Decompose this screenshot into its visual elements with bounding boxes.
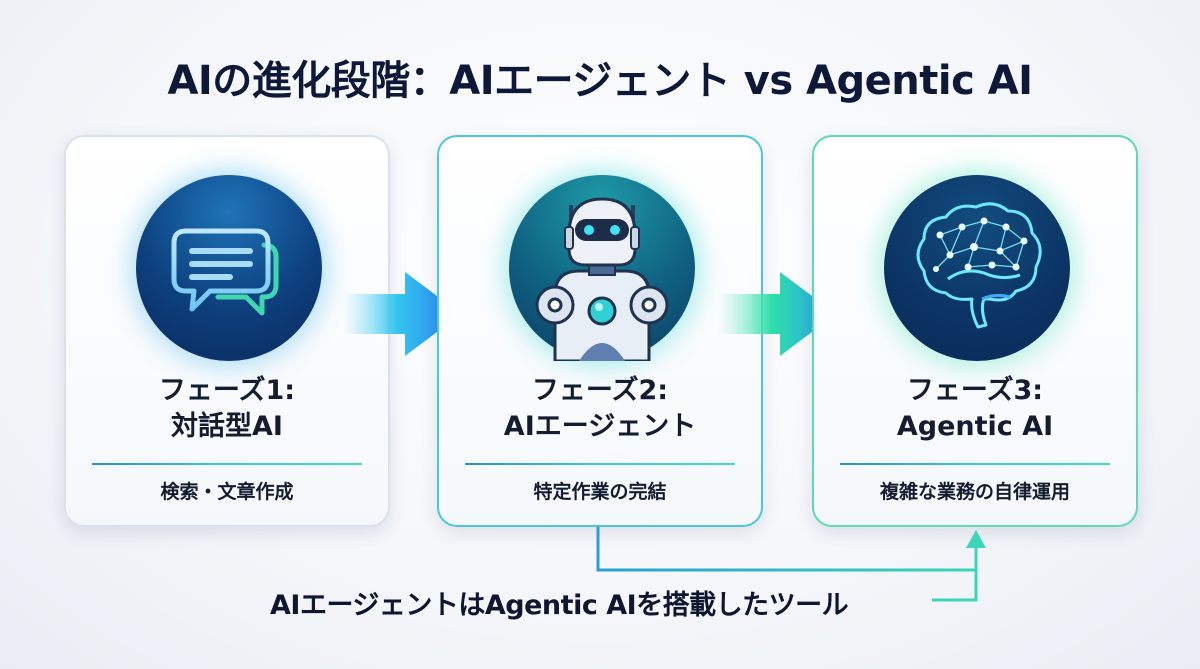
page-title: AIの進化段階：AIエージェント vs Agentic AI (167, 58, 1033, 104)
robot-icon (509, 175, 695, 361)
arrow-up-icon (966, 530, 986, 548)
divider (840, 463, 1110, 465)
divider (92, 463, 362, 465)
arrow-right-icon (718, 272, 836, 356)
phase-card-3: フェーズ3: Agentic AI 複雑な業務の自律運用 (812, 135, 1138, 527)
phase-card-1: フェーズ1: 対話型AI 検索・文章作成 (64, 135, 390, 527)
phase-description: 特定作業の完結 (533, 481, 667, 503)
phase-name: AIエージェント (503, 411, 697, 442)
connector-note: AIエージェントはAgentic AIを搭載したツール (270, 590, 849, 621)
divider (465, 463, 735, 465)
arrow-right-icon (343, 272, 461, 356)
chat-bubbles-icon (136, 175, 322, 361)
phase-title: フェーズ1: 対話型AI (66, 373, 388, 445)
phase-number: フェーズ1: (158, 375, 296, 406)
phase-title: フェーズ3: Agentic AI (814, 373, 1136, 445)
phase-number: フェーズ2: (531, 375, 669, 406)
phase-card-2: フェーズ2: AIエージェント 特定作業の完結 (437, 135, 763, 527)
phase-name: 対話型AI (171, 411, 283, 442)
phase-title: フェーズ2: AIエージェント (439, 373, 761, 445)
phase-description: 検索・文章作成 (160, 481, 294, 503)
phase-number: フェーズ3: (906, 375, 1044, 406)
brain-network-icon (884, 175, 1070, 361)
phase-name: Agentic AI (896, 411, 1054, 442)
phase-description: 複雑な業務の自律運用 (879, 481, 1070, 503)
